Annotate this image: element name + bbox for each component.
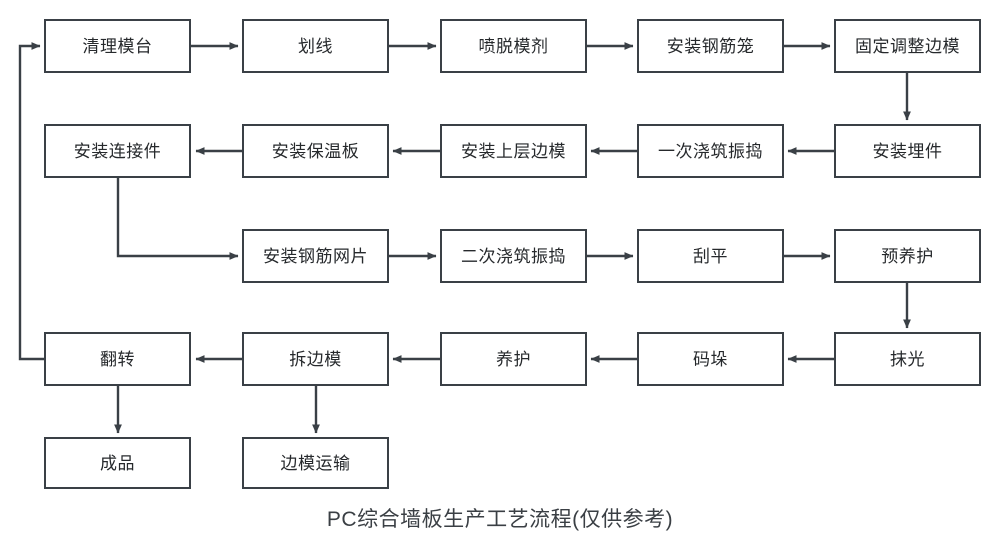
node-label: 码垛 (693, 349, 728, 369)
node-label: 成品 (100, 453, 135, 473)
node-chai-bianmo[interactable]: 拆边模 (242, 332, 389, 386)
node-label: 安装上层边模 (461, 141, 566, 161)
node-label: 二次浇筑振捣 (461, 246, 566, 266)
node-label: 预养护 (881, 246, 934, 266)
node-label: 抹光 (890, 349, 925, 369)
node-label: 一次浇筑振捣 (658, 141, 763, 161)
node-label: 安装埋件 (872, 141, 943, 161)
node-qingli-motai[interactable]: 清理模台 (44, 19, 191, 73)
diagram-title: PC综合墙板生产工艺流程(仅供参考) (326, 508, 674, 531)
node-label: 固定调整边模 (855, 36, 960, 56)
node-label: 边模运输 (280, 453, 351, 473)
node-huaxian[interactable]: 划线 (242, 19, 389, 73)
node-yici-jiaozhu-zhendao[interactable]: 一次浇筑振捣 (637, 124, 784, 178)
node-anzhuang-lianjiejian[interactable]: 安装连接件 (44, 124, 191, 178)
node-yanghu[interactable]: 养护 (440, 332, 587, 386)
node-label: 清理模台 (82, 36, 153, 56)
node-label: 安装保温板 (271, 141, 360, 161)
node-label: 划线 (298, 36, 333, 56)
node-label: 翻转 (100, 349, 135, 369)
node-bianmo-yunshu[interactable]: 边模运输 (242, 437, 389, 489)
node-anzhuang-shangceng-bianmo[interactable]: 安装上层边模 (440, 124, 587, 178)
node-guding-tiaozheng-bianmo[interactable]: 固定调整边模 (834, 19, 981, 73)
edge-n10-n11 (116, 178, 239, 260)
node-label: 安装连接件 (73, 141, 162, 161)
node-anzhuang-maijian[interactable]: 安装埋件 (834, 124, 981, 178)
node-anzhuang-gangjinlong[interactable]: 安装钢筋笼 (637, 19, 784, 73)
node-label: 拆边模 (289, 349, 342, 369)
node-maduo[interactable]: 码垛 (637, 332, 784, 386)
node-anzhuang-gangjin-wangpian[interactable]: 安装钢筋网片 (242, 229, 389, 283)
node-fanzhuan[interactable]: 翻转 (44, 332, 191, 386)
node-label: 刮平 (693, 246, 728, 266)
edge-n19-n1-feedback (18, 42, 44, 361)
node-label: 安装钢筋笼 (666, 36, 755, 56)
node-moguang[interactable]: 抹光 (834, 332, 981, 386)
node-guaping[interactable]: 刮平 (637, 229, 784, 283)
node-label: 喷脱模剂 (478, 36, 549, 56)
node-label: 安装钢筋网片 (263, 246, 368, 266)
node-pen-tuomoji[interactable]: 喷脱模剂 (440, 19, 587, 73)
node-label: 养护 (496, 349, 531, 369)
node-anzhuang-baowenban[interactable]: 安装保温板 (242, 124, 389, 178)
node-yuyanghu[interactable]: 预养护 (834, 229, 981, 283)
node-erci-jiaozhu-zhendao[interactable]: 二次浇筑振捣 (440, 229, 587, 283)
node-chengpin[interactable]: 成品 (44, 437, 191, 489)
